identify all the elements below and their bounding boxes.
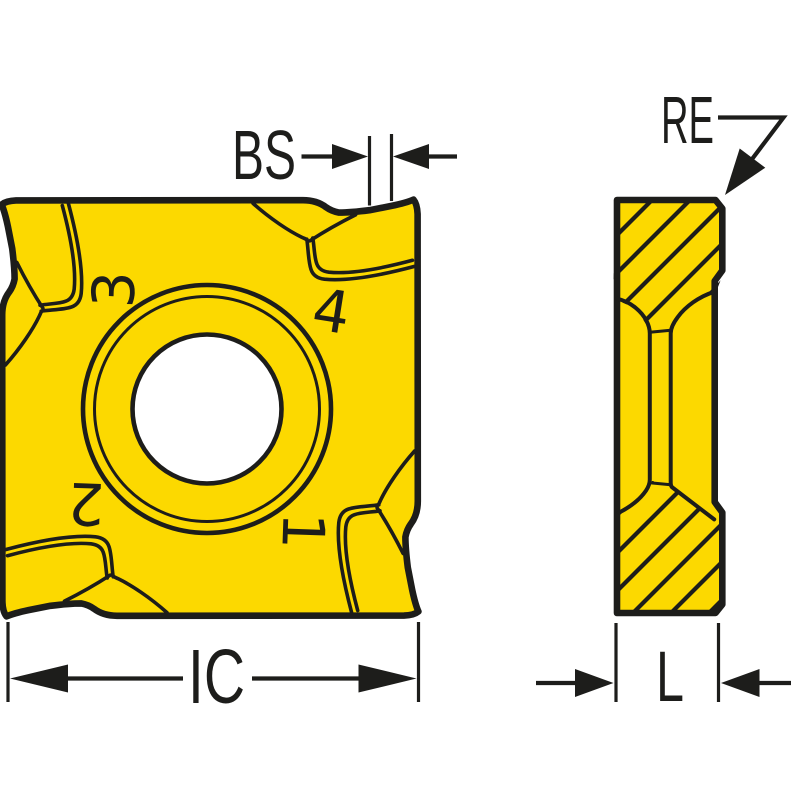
center-boss-circle <box>80 282 334 536</box>
bore-funnel-left <box>615 296 652 515</box>
l-arrowhead-right <box>721 669 760 697</box>
re-arrowhead <box>725 148 766 195</box>
re-leader-line <box>718 115 788 177</box>
corner-number-2: 2 <box>66 469 105 538</box>
ic-label: IC <box>188 634 245 720</box>
side-hatch-line <box>613 199 670 252</box>
bs-arrowhead-left <box>332 144 368 169</box>
dimension-bs: BS <box>232 116 457 206</box>
re-label: RE <box>661 83 714 158</box>
corner-number-1: 1 <box>268 511 337 550</box>
side-hatch-line <box>613 199 725 328</box>
dimension-re: RE <box>661 83 788 195</box>
ic-arrowhead-right <box>358 664 417 693</box>
l-arrowhead-left <box>575 669 614 697</box>
center-ring-circle <box>93 295 321 523</box>
dimension-l: L <box>536 623 791 717</box>
insert-side-outline <box>613 196 726 617</box>
corner-number-3: 3 <box>79 270 148 309</box>
ic-arrowhead-left <box>10 664 68 693</box>
l-label: L <box>656 638 684 717</box>
side-hatch-line <box>690 582 725 613</box>
dimension-ic: IC <box>6 622 421 720</box>
bs-arrowhead-right <box>393 144 429 169</box>
center-hole <box>130 332 284 486</box>
bs-label: BS <box>232 116 296 194</box>
bore-neck-top <box>648 328 673 334</box>
front-view: 3 4 1 2 <box>0 196 422 620</box>
side-view <box>613 196 726 617</box>
bore-neck-bottom <box>648 481 673 487</box>
side-hatch-line <box>615 506 725 613</box>
